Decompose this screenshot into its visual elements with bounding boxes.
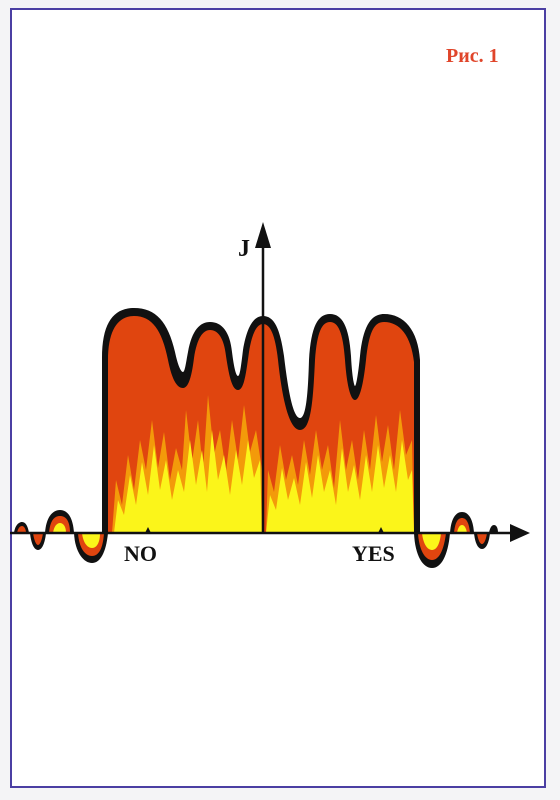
tick-no-marker [145,527,151,533]
right-ripples [414,512,498,568]
left-ripples [14,510,108,563]
x-tick-label-yes: YES [352,541,395,566]
x-axis-arrow [510,524,530,542]
tick-yes-marker [378,527,384,533]
y-axis-label: J [238,236,250,262]
flame-tongues [112,395,414,533]
y-axis-arrow [255,222,271,248]
figure-label: Рис. 1 [446,45,499,67]
x-tick-label-no: NO [124,541,157,566]
